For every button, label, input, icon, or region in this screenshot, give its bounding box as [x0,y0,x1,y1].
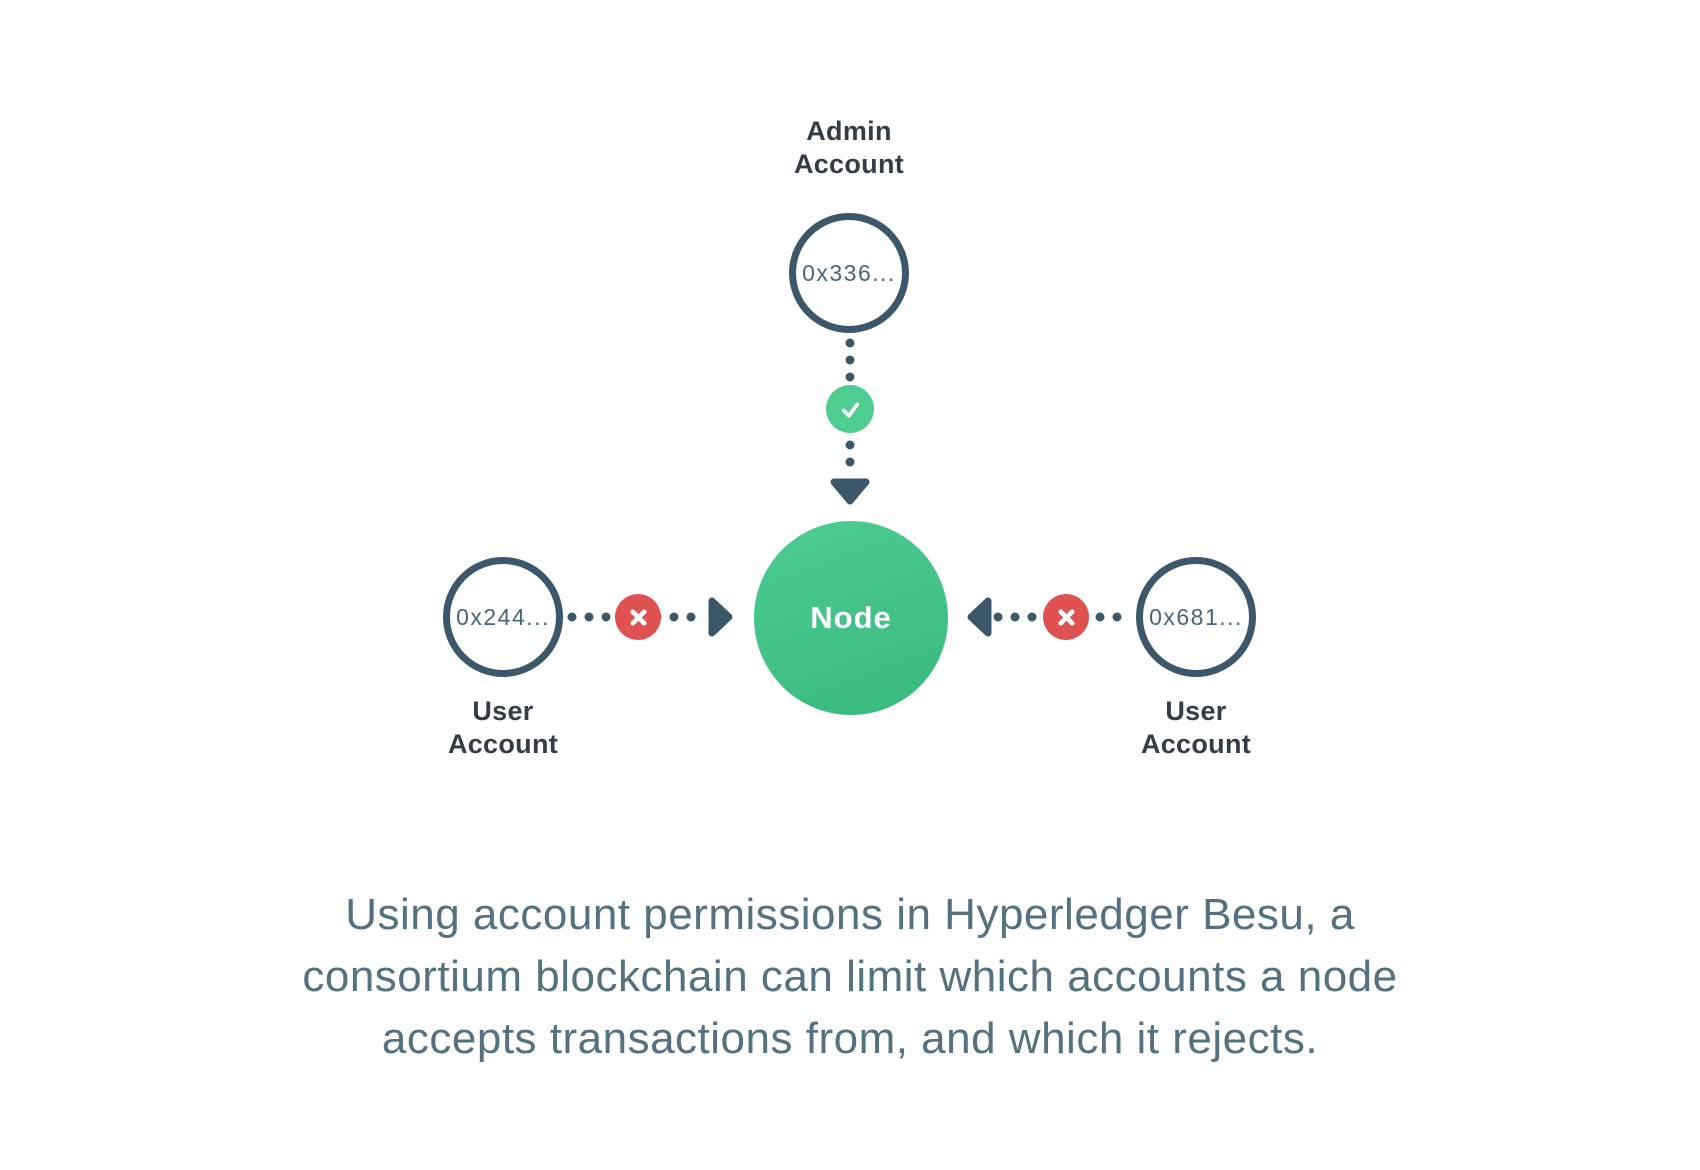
check-badge [826,385,874,433]
left-user-account-label: User Account [447,696,559,759]
left-deny-badge [615,594,661,640]
right-user-account-address: 0x681... [1149,603,1243,630]
right-deny-badge [1043,594,1089,640]
right-user-account-circle: 0x681... [1136,557,1256,677]
node-label: Node [810,600,892,635]
admin-account-label: Admin Account [793,116,905,179]
arrowhead-right-icon [708,597,733,637]
x-icon [629,608,647,626]
arrowhead-left-icon [967,597,992,637]
admin-account-address: 0x336... [802,259,896,286]
check-icon [841,401,859,418]
node-circle: Node [754,521,948,715]
left-user-account-address: 0x244... [456,603,550,630]
arrowhead-down-icon [830,478,870,505]
figure-caption: Using account permissions in Hyperledger… [302,890,1398,1063]
x-icon [1057,608,1075,626]
right-user-account-label: User Account [1140,696,1252,759]
admin-account-circle: 0x336... [789,213,909,333]
left-user-account-circle: 0x244... [443,557,563,677]
